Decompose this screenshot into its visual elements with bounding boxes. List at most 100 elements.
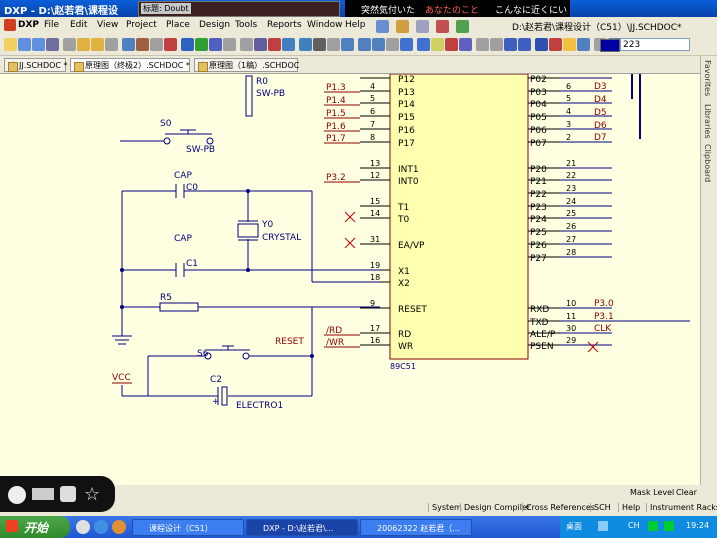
- menu-view[interactable]: View: [97, 20, 119, 30]
- toolbar-icon[interactable]: [63, 38, 76, 51]
- toolbar-icon[interactable]: [209, 38, 222, 51]
- menu-reports[interactable]: Reports: [267, 20, 302, 30]
- toolbar-icon[interactable]: [431, 38, 444, 51]
- panel-instrument-racks[interactable]: Instrument Racks: [646, 503, 717, 512]
- toolbar-icon[interactable]: [18, 38, 31, 51]
- task-doc[interactable]: 20062322 赵若君（...: [360, 519, 472, 536]
- toolbar-icon[interactable]: [240, 38, 253, 51]
- schematic-drawing[interactable]: 89C51 P124P135P146P157P168P1713INT112INT…: [0, 73, 700, 485]
- toolbar-icon[interactable]: [313, 38, 326, 51]
- toolbar-icon[interactable]: [150, 38, 163, 51]
- resistor-r5[interactable]: [159, 302, 199, 312]
- toolbar-icon[interactable]: [282, 38, 295, 51]
- toolbar-icon[interactable]: [327, 38, 340, 51]
- toolbar-icon[interactable]: [91, 38, 104, 51]
- toolbar-icon[interactable]: [223, 38, 236, 51]
- panel-system[interactable]: System: [428, 503, 462, 512]
- toolbar-icon[interactable]: [372, 38, 385, 51]
- toolbar-icon[interactable]: [77, 38, 90, 51]
- menu-edit[interactable]: Edit: [70, 20, 88, 30]
- switch-s0[interactable]: [120, 129, 214, 145]
- toolbar-icon[interactable]: [445, 38, 458, 51]
- ime-indicator[interactable]: CH: [628, 521, 640, 530]
- media-skin-widget[interactable]: ☆: [0, 476, 115, 512]
- tab-draft1[interactable]: 原理图（1稿）.SCHDOC: [194, 58, 299, 72]
- toolbar-icon[interactable]: [341, 38, 354, 51]
- fish-icon[interactable]: [32, 488, 54, 500]
- document-path[interactable]: D:\赵若君\课程设计（C51）\JJ.SCHDOC*: [512, 23, 682, 33]
- color-swatch[interactable]: [600, 39, 620, 52]
- toolbar-icon[interactable]: [386, 38, 399, 51]
- toolbar-icon[interactable]: [400, 38, 413, 51]
- toolbar-icon[interactable]: [164, 38, 177, 51]
- toolbar-icon[interactable]: [476, 38, 489, 51]
- toolbar-icon[interactable]: [299, 38, 312, 51]
- forward-icon[interactable]: [396, 20, 409, 33]
- task-c51-folder[interactable]: 课程设计（C51）: [132, 519, 244, 536]
- crystal-y0[interactable]: [237, 223, 259, 238]
- menu-file[interactable]: File: [44, 20, 60, 30]
- panel-help[interactable]: Help: [618, 503, 640, 512]
- tray-icon[interactable]: [664, 521, 674, 531]
- toolbar-icon[interactable]: [268, 38, 281, 51]
- toolbar-icon[interactable]: [490, 38, 503, 51]
- toolbar-icon[interactable]: [518, 38, 531, 51]
- quicklaunch-icon[interactable]: [76, 520, 90, 534]
- task-dxp[interactable]: DXP - D:\赵若君\...: [246, 519, 358, 536]
- dxp-icon[interactable]: [4, 19, 16, 31]
- panel-sch[interactable]: SCH: [590, 503, 611, 512]
- toolbar-icon[interactable]: [46, 38, 59, 51]
- toolbar-icon[interactable]: [195, 38, 208, 51]
- net-label: P1.3: [326, 83, 346, 93]
- mask-level-button[interactable]: Mask Level: [630, 488, 675, 497]
- toolbar-icon[interactable]: [504, 38, 517, 51]
- menu-window[interactable]: Window: [307, 20, 343, 30]
- toolbar-icon[interactable]: [535, 38, 548, 51]
- tab-final2[interactable]: 原理图（终极2）.SCHDOC *: [70, 58, 190, 72]
- tab-jj[interactable]: JJ.SCHDOC *: [4, 58, 68, 72]
- history-icon[interactable]: [416, 20, 429, 33]
- resistor-r0[interactable]: [245, 75, 253, 117]
- tray-icon[interactable]: [648, 521, 658, 531]
- side-tab-clipboard[interactable]: Clipboard: [703, 144, 712, 183]
- toolbar-icon[interactable]: [417, 38, 430, 51]
- dxp-menu[interactable]: DXP: [18, 20, 40, 30]
- chip-89c51-body[interactable]: [389, 73, 529, 360]
- toolbar-icon[interactable]: [549, 38, 562, 51]
- start-button[interactable]: 开始: [0, 516, 70, 538]
- toolbar-icon[interactable]: [358, 38, 371, 51]
- menu-tools[interactable]: Tools: [235, 20, 258, 30]
- panel-design-compiler[interactable]: Design Compiler: [460, 503, 530, 512]
- side-tab-libraries[interactable]: Libraries: [703, 104, 712, 139]
- face-icon[interactable]: [60, 486, 76, 502]
- clear-button[interactable]: Clear: [676, 488, 697, 497]
- menu-design[interactable]: Design: [199, 20, 231, 30]
- favorite-icon[interactable]: [456, 20, 469, 33]
- zoom-field[interactable]: 223: [620, 38, 690, 51]
- music-player-bar[interactable]: 标题: Doubt: [138, 1, 340, 17]
- quicklaunch-icon[interactable]: [112, 520, 126, 534]
- desktop-icon[interactable]: [598, 521, 608, 531]
- toolbar-icon[interactable]: [254, 38, 267, 51]
- side-tab-favorites[interactable]: Favorites: [703, 60, 712, 97]
- quicklaunch-icon[interactable]: [94, 520, 108, 534]
- skull-icon[interactable]: [8, 486, 26, 504]
- toolbar-icon[interactable]: [32, 38, 45, 51]
- menu-help[interactable]: Help: [345, 20, 366, 30]
- home-icon[interactable]: [436, 20, 449, 33]
- desktop-toolbar[interactable]: 桌面: [566, 522, 582, 531]
- nav-icon[interactable]: [376, 20, 389, 33]
- toolbar-icon[interactable]: [4, 38, 17, 51]
- toolbar-icon[interactable]: [105, 38, 118, 51]
- toolbar-icon[interactable]: [122, 38, 135, 51]
- toolbar-icon[interactable]: [563, 38, 576, 51]
- star-icon[interactable]: ☆: [84, 484, 101, 505]
- toolbar-icon[interactable]: [181, 38, 194, 51]
- menu-project[interactable]: Project: [126, 20, 157, 30]
- toolbar-icon[interactable]: [459, 38, 472, 51]
- panel-cross-references[interactable]: Cross References: [522, 503, 595, 512]
- toolbar-icon[interactable]: [136, 38, 149, 51]
- toolbar-icon[interactable]: [577, 38, 590, 51]
- menu-place[interactable]: Place: [166, 20, 190, 30]
